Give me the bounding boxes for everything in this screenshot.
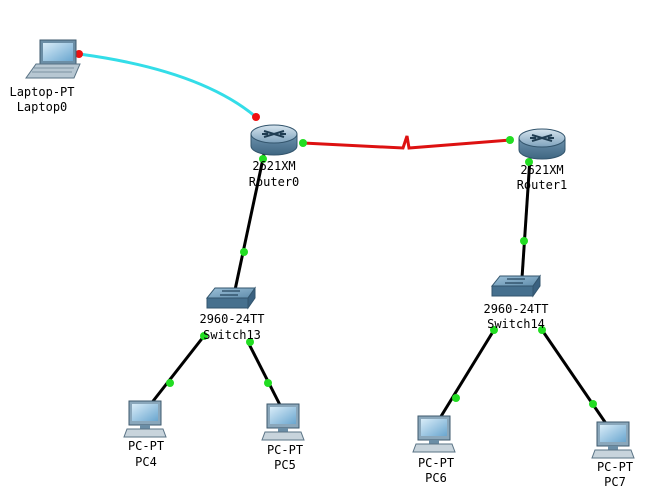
- link-light-switch14-pc6-end: [490, 326, 498, 334]
- device-router1[interactable]: 2621XM Router1: [517, 128, 568, 192]
- device-name-label: Switch14: [487, 317, 545, 331]
- switch-icon: [490, 274, 541, 298]
- device-model-label: PC-PT: [128, 439, 164, 453]
- router-icon: [518, 128, 566, 160]
- ethernet-cable-switch13-pc5[interactable]: [246, 341, 282, 406]
- device-pc4[interactable]: PC-PT PC4: [123, 400, 167, 469]
- device-name-label: PC7: [604, 475, 626, 489]
- device-model-label: 2960-24TT: [199, 312, 264, 326]
- device-name-label: Router0: [249, 175, 300, 189]
- link-light-router0-console-end: [252, 113, 260, 121]
- device-name-label: PC4: [135, 455, 157, 469]
- device-model-label: 2621XM: [520, 163, 563, 177]
- device-switch14[interactable]: 2960-24TT Switch14: [483, 274, 549, 331]
- router-icon: [250, 124, 298, 156]
- device-switch13[interactable]: 2960-24TT Switch13: [199, 286, 265, 342]
- device-pc5[interactable]: PC-PT PC5: [261, 403, 305, 472]
- ethernet-cable-router0-switch13[interactable]: [233, 153, 266, 291]
- device-model-label: PC-PT: [418, 456, 454, 470]
- device-name-label: PC5: [274, 458, 296, 472]
- link-light-pc4-end: [166, 379, 174, 387]
- link-light-switch13-pc5-end: [246, 338, 254, 346]
- pc-icon: [412, 415, 456, 453]
- serial-cable-router0-router1[interactable]: [302, 135, 511, 150]
- device-name-label: Switch13: [203, 328, 261, 342]
- device-name-label: Laptop0: [17, 100, 68, 114]
- link-light-laptop0-end: [75, 50, 83, 58]
- device-name-label: PC6: [425, 471, 447, 485]
- ethernet-cable-switch14-pc7[interactable]: [540, 329, 609, 426]
- device-pc7[interactable]: PC-PT PC7: [591, 421, 635, 489]
- device-model-label: PC-PT: [267, 443, 303, 457]
- link-light-router1-serial-end: [506, 136, 514, 144]
- console-cable-laptop0-router0[interactable]: [78, 52, 257, 119]
- device-model-label: PC-PT: [597, 460, 633, 474]
- device-name-label: Router1: [517, 178, 568, 192]
- laptop-icon: [25, 39, 81, 79]
- pc-icon: [591, 421, 635, 459]
- device-laptop0[interactable]: Laptop-PT Laptop0: [9, 39, 81, 114]
- link-light-router0-eth-end: [259, 155, 267, 163]
- device-model-label: 2621XM: [252, 159, 295, 173]
- link-light-switch13-uplink-end: [240, 248, 248, 256]
- link-light-switch14-pc7-end: [538, 326, 546, 334]
- link-light-pc6-end: [452, 394, 460, 402]
- device-router0[interactable]: 2621XM Router0: [249, 124, 300, 189]
- link-light-pc7-end: [589, 400, 597, 408]
- link-light-router1-eth-end: [525, 158, 533, 166]
- link-light-router0-serial-end: [299, 139, 307, 147]
- link-lights-layer: [75, 50, 597, 408]
- pc-icon: [261, 403, 305, 441]
- device-model-label: 2960-24TT: [483, 302, 548, 316]
- pc-icon: [123, 400, 167, 438]
- ethernet-cable-switch14-pc6[interactable]: [438, 329, 496, 419]
- device-model-label: Laptop-PT: [9, 85, 74, 99]
- link-light-switch13-pc4-end: [200, 332, 208, 340]
- link-light-pc5-end: [264, 379, 272, 387]
- switch-icon: [205, 286, 256, 310]
- ethernet-cable-switch13-pc4[interactable]: [148, 335, 206, 406]
- links-layer: [78, 52, 609, 426]
- link-light-switch14-uplink-end: [520, 237, 528, 245]
- ethernet-cable-router1-switch14[interactable]: [520, 157, 532, 279]
- device-pc6[interactable]: PC-PT PC6: [412, 415, 456, 485]
